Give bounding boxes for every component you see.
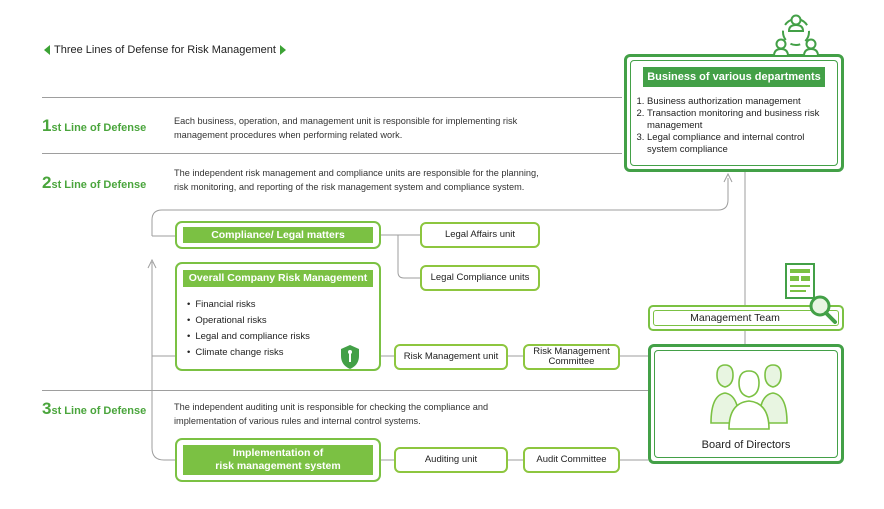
list-item: Business authorization management [647,96,837,108]
list-item: Financial risks [187,299,310,315]
compliance-title: Compliance/ Legal matters [183,227,373,243]
line-of-defense-2: 2st Line of Defense [42,173,147,192]
diagram-title: Three Lines of Defense for Risk Manageme… [44,44,286,56]
board-of-directors-label: Board of Directors [701,439,791,451]
implementation-title: Implementation of risk management system [183,445,373,475]
risk-management-committee: Risk Management Committee [523,344,620,370]
line-of-defense-3: 3st Line of Defense [42,399,147,418]
board-of-directors-box: Board of Directors [648,344,844,464]
implementation-box: Implementation of risk management system [175,438,381,482]
diagram-title-text: Three Lines of Defense for Risk Manageme… [54,44,276,56]
line-1-description: Each business, operation, and management… [174,116,518,140]
board-people-icon [710,364,788,430]
list-item: Legal compliance and internal control sy… [647,132,837,156]
connector-left-bracket [151,262,176,461]
list-item: Climate change risks [187,347,310,363]
committee-line-1: Risk Management [533,346,610,357]
arrowhead-up-business [723,172,733,183]
auditing-unit: Auditing unit [394,447,508,473]
arrowhead-up-left [147,258,157,269]
document-search-icon [785,263,837,324]
legal-affairs-unit: Legal Affairs unit [420,222,540,248]
list-item: Transaction monitoring and business risk… [647,108,837,132]
divider-line-2 [42,153,622,154]
list-item: Legal and compliance risks [187,331,310,347]
risk-management-title: Overall Company Risk Management [183,270,373,287]
shield-icon [341,345,359,369]
legal-compliance-units: Legal Compliance units [420,265,540,291]
implementation-line-2: risk management system [215,460,341,472]
list-item: Operational risks [187,315,310,331]
implementation-line-1: Implementation of [232,447,324,459]
divider-line-1 [42,97,622,98]
management-team-label: Management Team [690,312,780,324]
compliance-box: Compliance/ Legal matters [175,221,381,249]
risk-management-box: Overall Company Risk Management Financia… [175,262,381,371]
connector-to-business [151,178,729,236]
committee-line-2: Committee [548,356,595,367]
line-of-defense-1: 1st Line of Defense [42,116,147,135]
audit-committee: Audit Committee [523,447,620,473]
risk-list: Financial risks Operational risks Legal … [187,299,310,363]
right-arrow-icon [279,45,286,55]
business-departments-list: Business authorization management Transa… [633,96,837,156]
line-2-description: The independent risk management and comp… [174,168,539,192]
business-departments-title: Business of various departments [643,67,825,87]
line-3-description: The independent auditing unit is respons… [174,402,489,426]
divider-line-3 [42,390,648,391]
risk-management-unit: Risk Management unit [394,344,508,370]
left-arrow-icon [44,45,50,55]
business-departments-box: Business of various departments Business… [624,54,844,172]
people-group-icon [772,14,820,57]
